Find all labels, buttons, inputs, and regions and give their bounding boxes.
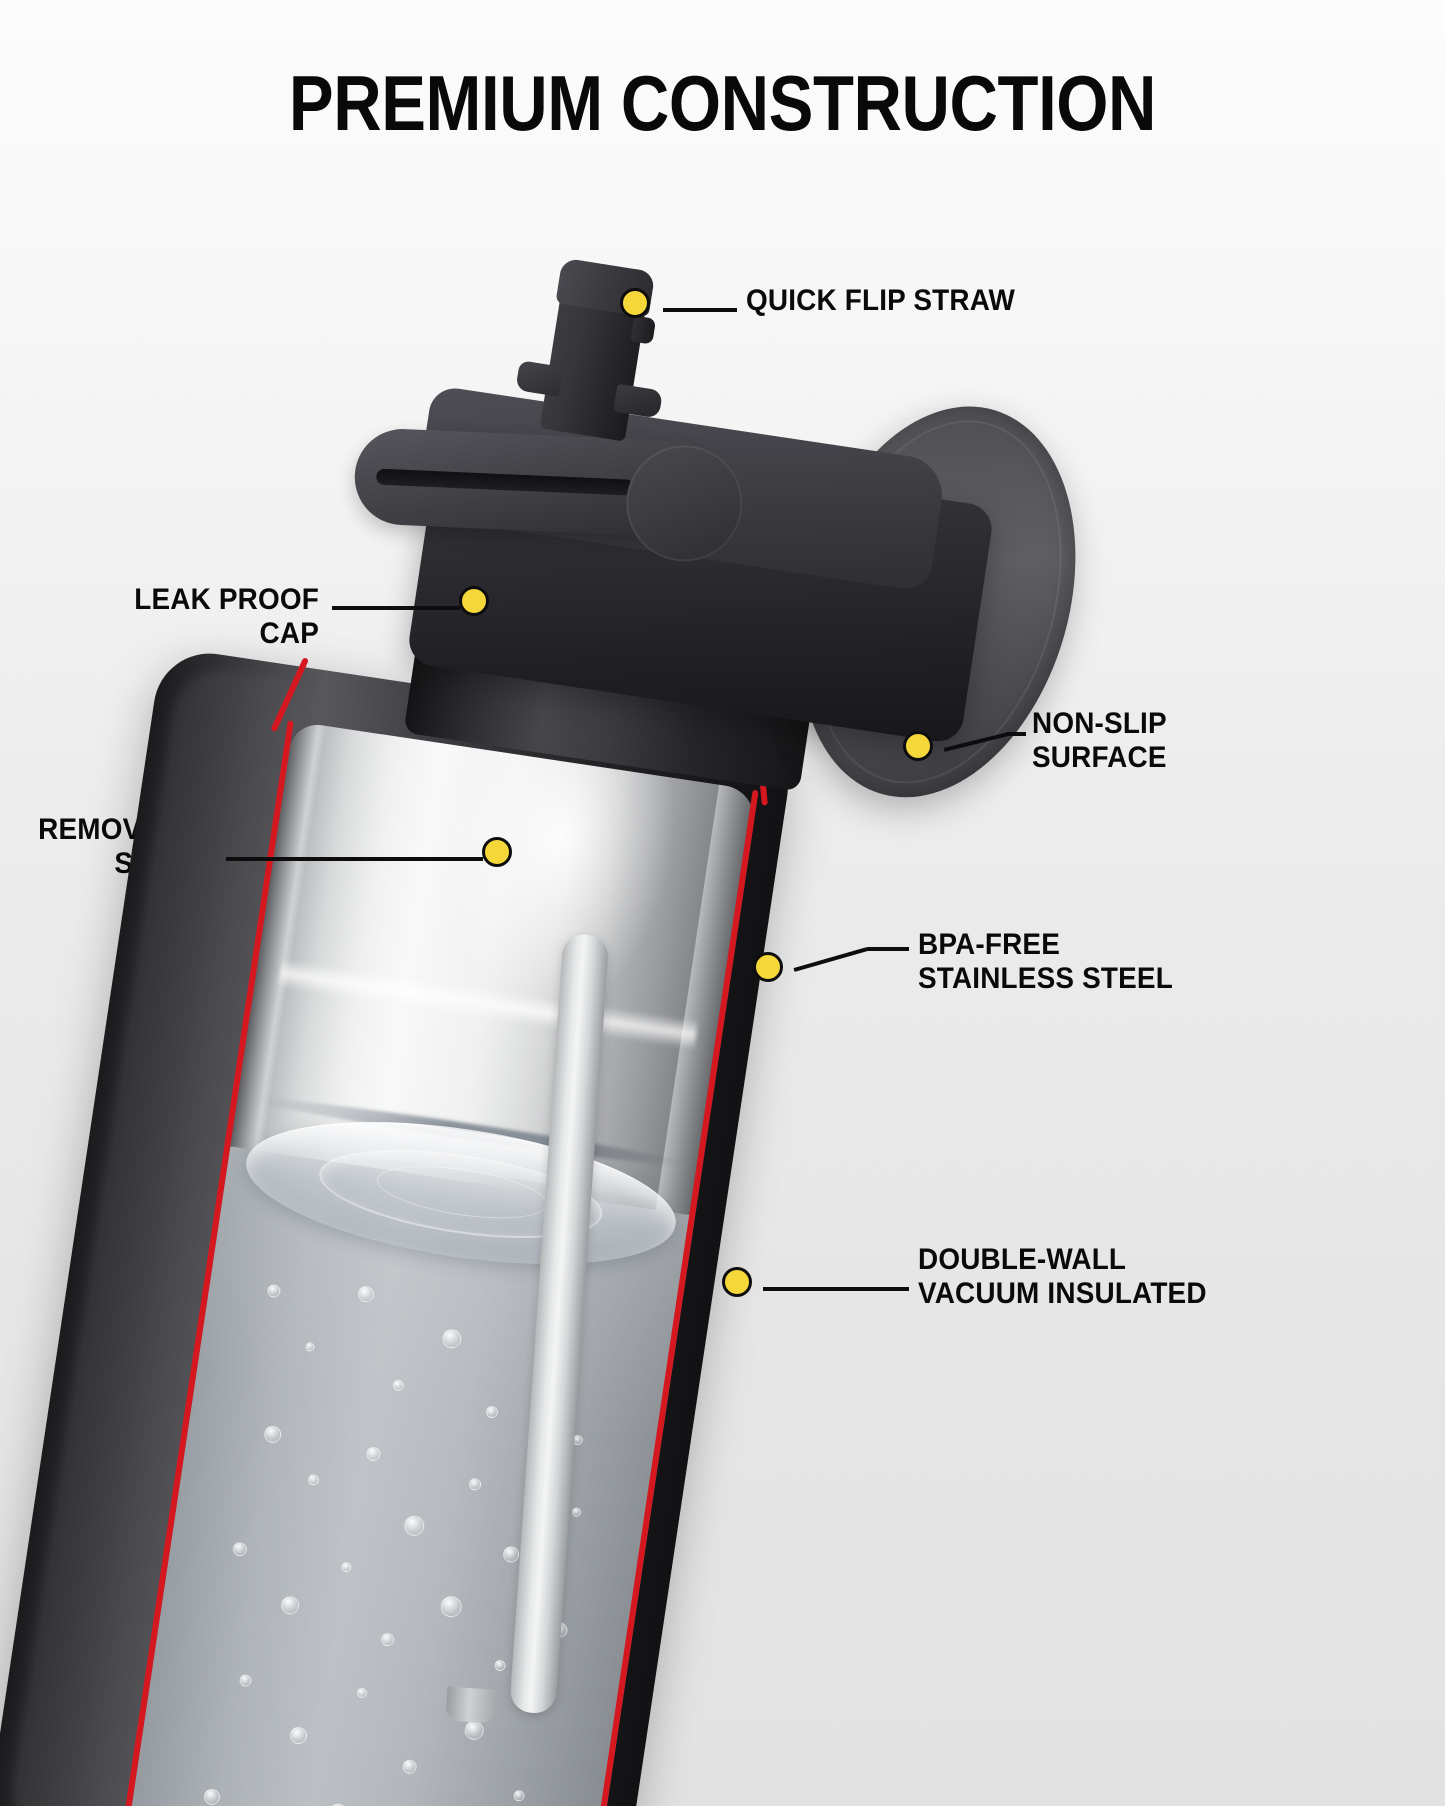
leader-line-leak-proof-cap	[332, 606, 460, 610]
callout-label-non-slip-surface: NON-SLIP SURFACE	[1032, 707, 1167, 774]
callout-dot-quick-flip-straw[interactable]	[620, 288, 650, 318]
callout-label-bpa-free-stainless-steel: BPA-FREE STAINLESS STEEL	[918, 928, 1173, 995]
callout-label-quick-flip-straw: QUICK FLIP STRAW	[746, 284, 1016, 317]
straw-tip	[445, 1686, 498, 1724]
spout-notch	[630, 315, 657, 345]
leader-line-double-wall	[763, 1287, 909, 1291]
leader-line-quick-flip-straw	[663, 308, 737, 312]
leader-line-bpa-free-2	[867, 947, 909, 951]
callout-dot-leak-proof-cap[interactable]	[459, 586, 489, 616]
callout-dot-bpa-free-stainless-steel[interactable]	[753, 952, 783, 982]
page-title: PREMIUM CONSTRUCTION	[288, 59, 1157, 147]
quick-flip-spout	[493, 256, 712, 483]
spout-hinge-tab-left	[515, 360, 564, 397]
callout-label-double-wall-vacuum-insulated: DOUBLE-WALL VACUUM INSULATED	[918, 1243, 1207, 1310]
callout-dot-non-slip-surface[interactable]	[903, 731, 933, 761]
callout-label-leak-proof-cap: LEAK PROOF CAP	[134, 583, 319, 650]
leader-line-non-slip-surface-2	[1006, 732, 1026, 736]
leader-line-removable-straw	[226, 857, 483, 861]
callout-dot-removable-straw[interactable]	[482, 837, 512, 867]
callout-dot-double-wall-vacuum-insulated[interactable]	[722, 1267, 752, 1297]
